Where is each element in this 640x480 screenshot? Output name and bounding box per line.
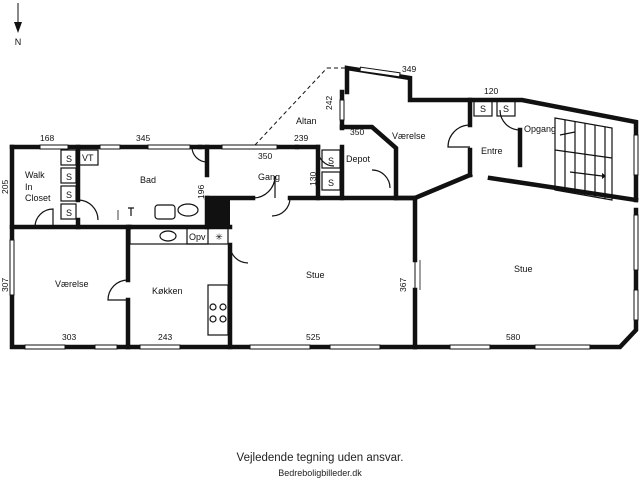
room-label-opgang: Opgang (524, 124, 556, 134)
room-label-vaerelse-left: Værelse (55, 279, 89, 289)
room-labels: Walk In Closet VT Bad Gang Altan Depot V… (25, 104, 556, 296)
shaft-label: S (480, 104, 486, 114)
room-label-opv: Opv (189, 232, 206, 242)
shaft-label: S (503, 104, 509, 114)
compass: N (14, 3, 22, 47)
dim-580: 580 (506, 332, 520, 342)
room-label-entre: Entre (481, 146, 503, 156)
shaft-label: S (66, 154, 72, 164)
room-label-koekken: Køkken (152, 286, 183, 296)
room-label-stue-mid: Stue (306, 270, 325, 280)
room-label-walk-in-closet-2: In (25, 182, 33, 192)
shaft-label: S (66, 208, 72, 218)
dim-307: 307 (0, 278, 10, 292)
room-label-depot: Depot (346, 154, 371, 164)
dim-367: 367 (398, 278, 408, 292)
dim-120: 120 (484, 86, 498, 96)
dim-350-gang: 350 (258, 151, 272, 161)
shaft-label: S (66, 172, 72, 182)
interior-walls (9, 89, 639, 350)
shaft-label: S (328, 156, 334, 166)
dim-349: 349 (402, 64, 416, 74)
dim-242: 242 (324, 96, 334, 110)
dim-350-depot: 350 (350, 127, 364, 137)
doors (34, 109, 521, 301)
room-label-walk-in-closet-3: Closet (25, 193, 51, 203)
room-label-gang: Gang (258, 172, 280, 182)
dim-168: 168 (40, 133, 54, 143)
dim-525: 525 (306, 332, 320, 342)
balcony-outline (254, 67, 328, 146)
room-label-vt: VT (82, 153, 94, 163)
floor-plan: N (0, 3, 639, 350)
dim-345: 345 (136, 133, 150, 143)
dim-196: 196 (196, 185, 206, 199)
dim-303: 303 (62, 332, 76, 342)
north-label: N (15, 37, 22, 47)
shaft-label: S (66, 190, 72, 200)
credit-text: Bedreboligbilleder.dk (278, 468, 362, 478)
room-label-bad: Bad (140, 175, 156, 185)
dimension-labels: 168 345 239 350 349 120 350 130 242 205 … (0, 64, 520, 342)
room-label-stue-right: Stue (514, 264, 533, 274)
windows (9, 66, 639, 350)
asterisk-icon: ✳ (215, 232, 223, 242)
shafts (60, 99, 516, 220)
room-label-vaerelse-top: Værelse (392, 131, 426, 141)
kitchen-fixtures: ✳ (129, 227, 229, 336)
shaft-label: S (328, 178, 334, 188)
chimney-block (208, 200, 230, 227)
north-arrow-icon (14, 22, 22, 33)
staircase (554, 117, 613, 201)
dim-243: 243 (158, 332, 172, 342)
opv-box (186, 227, 209, 245)
disclaimer-text: Vejledende tegning uden ansvar. (236, 452, 404, 464)
stove-icon (207, 284, 229, 336)
bathroom-fixtures (117, 203, 199, 220)
dim-130: 130 (308, 172, 318, 186)
room-label-altan: Altan (296, 116, 317, 126)
room-label-walk-in-closet-1: Walk (25, 170, 45, 180)
dim-239: 239 (294, 133, 308, 143)
dim-205: 205 (0, 180, 10, 194)
